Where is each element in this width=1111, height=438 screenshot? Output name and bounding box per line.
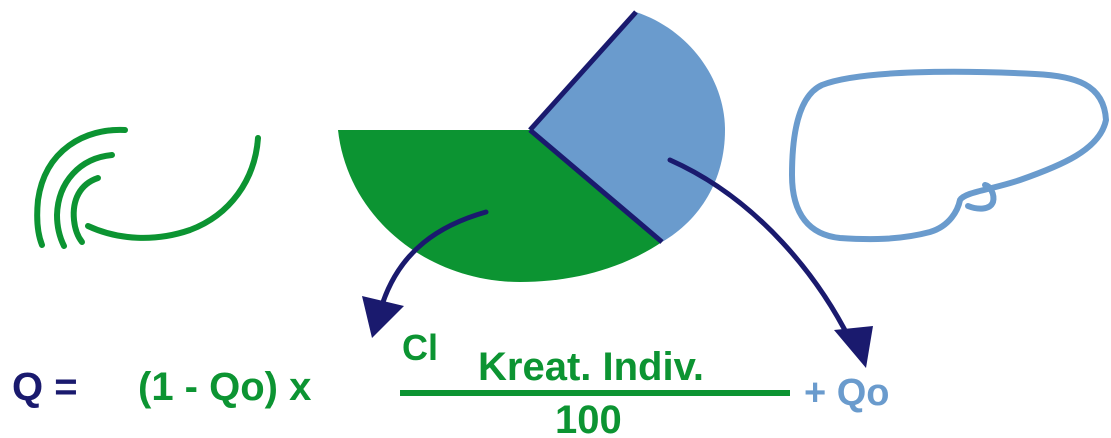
kidney-icon [34,126,261,249]
arrow-right-head [834,326,873,368]
arrow-right [667,157,853,343]
pie-divider-upper [528,10,638,132]
arrow-left-head [362,296,404,338]
fraction-bar [400,390,790,396]
formula-factor: (1 - Qo) x [138,365,311,409]
pie-divider-lower [528,128,664,244]
formula-denominator: 100 [555,398,622,438]
pie-blue-segment [530,12,725,242]
formula: Q = (1 - Qo) x Cl Kreat. Indiv. 100 + Qo [12,327,890,438]
pie-diagram [338,10,725,282]
formula-numerator-sub: Kreat. Indiv. [478,345,704,389]
liver-icon [789,68,1109,243]
formula-addend: + Qo [804,372,890,414]
arrow-left [379,209,489,308]
formula-numerator-main: Cl [402,327,438,368]
formula-lhs: Q = [12,365,78,409]
